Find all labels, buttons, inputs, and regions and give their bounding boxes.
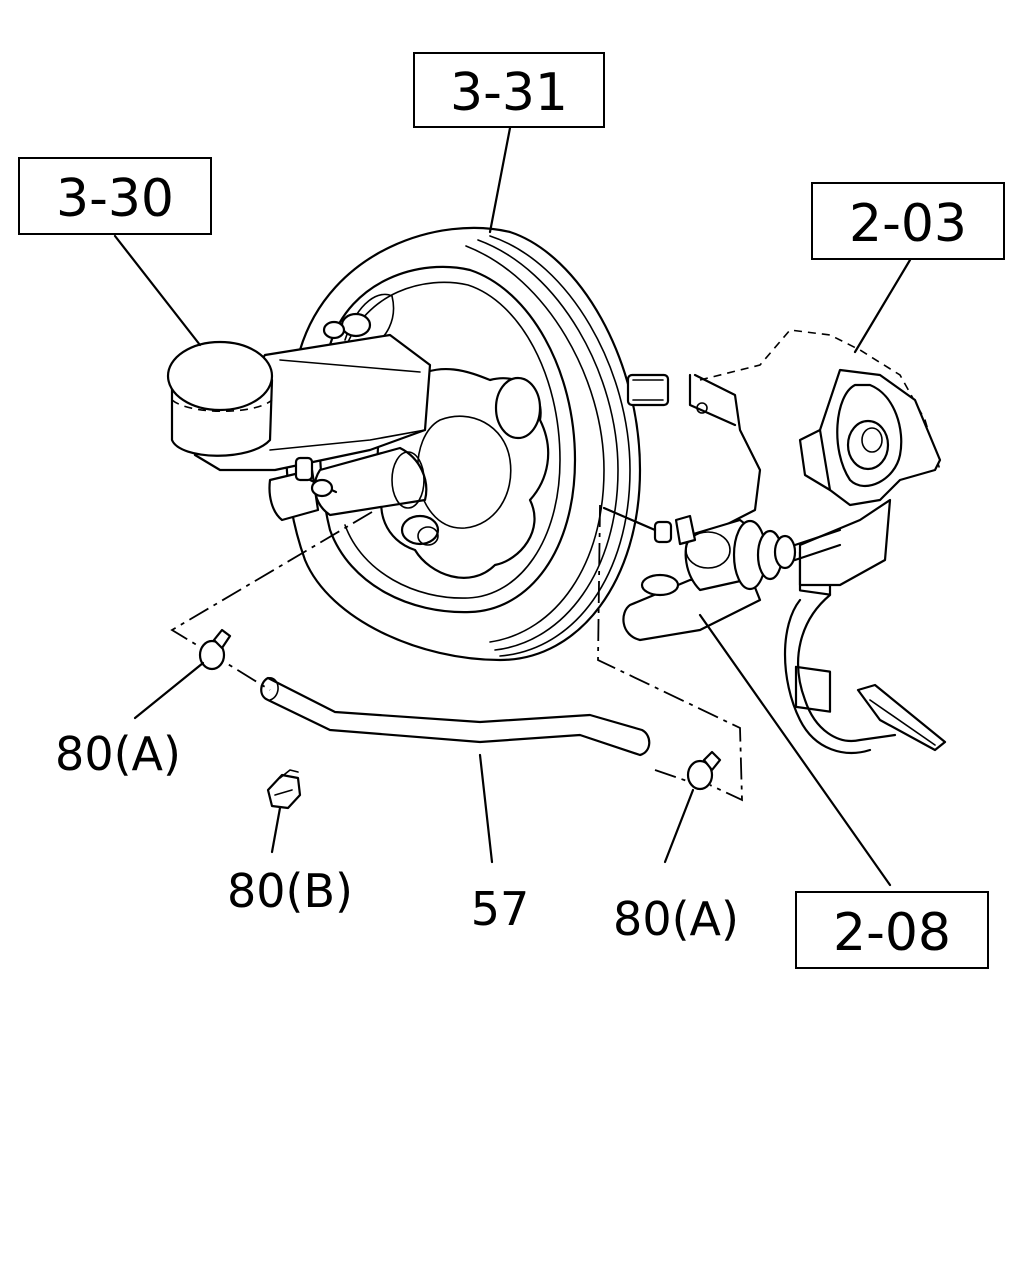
pedal-bracket [688,329,947,754]
callout-80b: 80(B) [227,864,353,918]
clamp-a-right [686,750,722,791]
ref-label-3-30: 3-30 [56,169,174,229]
callout-57: 57 [471,882,530,936]
callout-80a-left: 80(A) [55,727,181,781]
clamp-b [266,769,302,810]
ref-label-3-31: 3-31 [450,63,568,123]
clamp-a-left [198,628,232,671]
ref-label-2-08: 2-08 [833,903,951,963]
callout-80a-right: 80(A) [613,892,739,946]
ref-label-2-03: 2-03 [849,194,967,254]
ref-box-3-31[interactable]: 3-31 [413,52,605,128]
master-cylinder [166,333,432,522]
brake-booster [285,226,670,662]
clutch-master-cylinder [602,506,842,642]
ref-box-3-30[interactable]: 3-30 [18,157,212,235]
ref-box-2-03[interactable]: 2-03 [811,182,1005,260]
hose [260,676,651,757]
leader-lines [113,126,912,887]
ref-box-2-08[interactable]: 2-08 [795,891,989,969]
